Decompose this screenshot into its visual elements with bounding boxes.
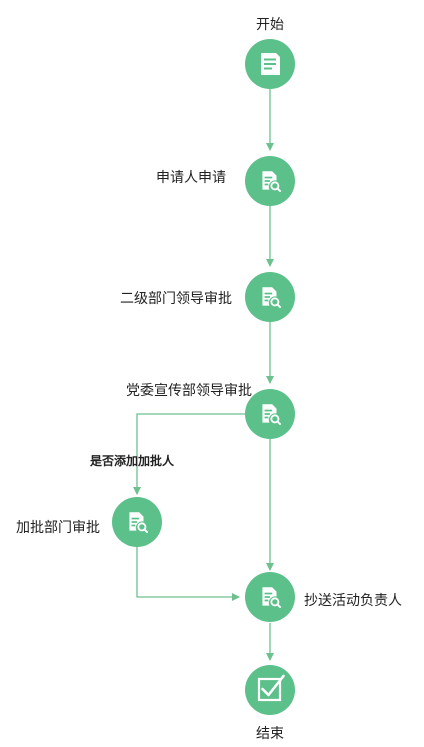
node-additional-dept[interactable]: 加批部门审批 (16, 497, 162, 547)
edge-party-to-additional (133, 413, 245, 495)
node-additional-label: 加批部门审批 (16, 520, 100, 536)
check-square-icon (257, 674, 285, 702)
node-applicant-label: 申请人申请 (156, 170, 226, 186)
node-end[interactable]: 结束 (245, 665, 295, 742)
node-applicant[interactable]: 申请人申请 (156, 156, 295, 206)
edges: 是否添加加批人 (89, 89, 274, 661)
node-start[interactable]: 开始 (245, 17, 295, 89)
node-level2-dept-leader[interactable]: 二级部门领导审批 (120, 272, 295, 322)
node-start-label: 开始 (256, 17, 284, 33)
node-end-circle[interactable] (245, 665, 295, 715)
document-list-icon (261, 53, 280, 75)
node-end-label: 结束 (256, 726, 284, 742)
node-party-committee-leader[interactable]: 党委宣传部领导审批 (126, 383, 295, 439)
node-level2-label: 二级部门领导审批 (120, 291, 232, 307)
edge-additional-to-cc (136, 547, 240, 601)
node-cc-label: 抄送活动负责人 (304, 593, 402, 609)
node-party-label: 党委宣传部领导审批 (126, 383, 252, 399)
node-cc-activity-lead[interactable]: 抄送活动负责人 (245, 572, 402, 622)
branch-condition-label: 是否添加加批人 (89, 453, 175, 468)
